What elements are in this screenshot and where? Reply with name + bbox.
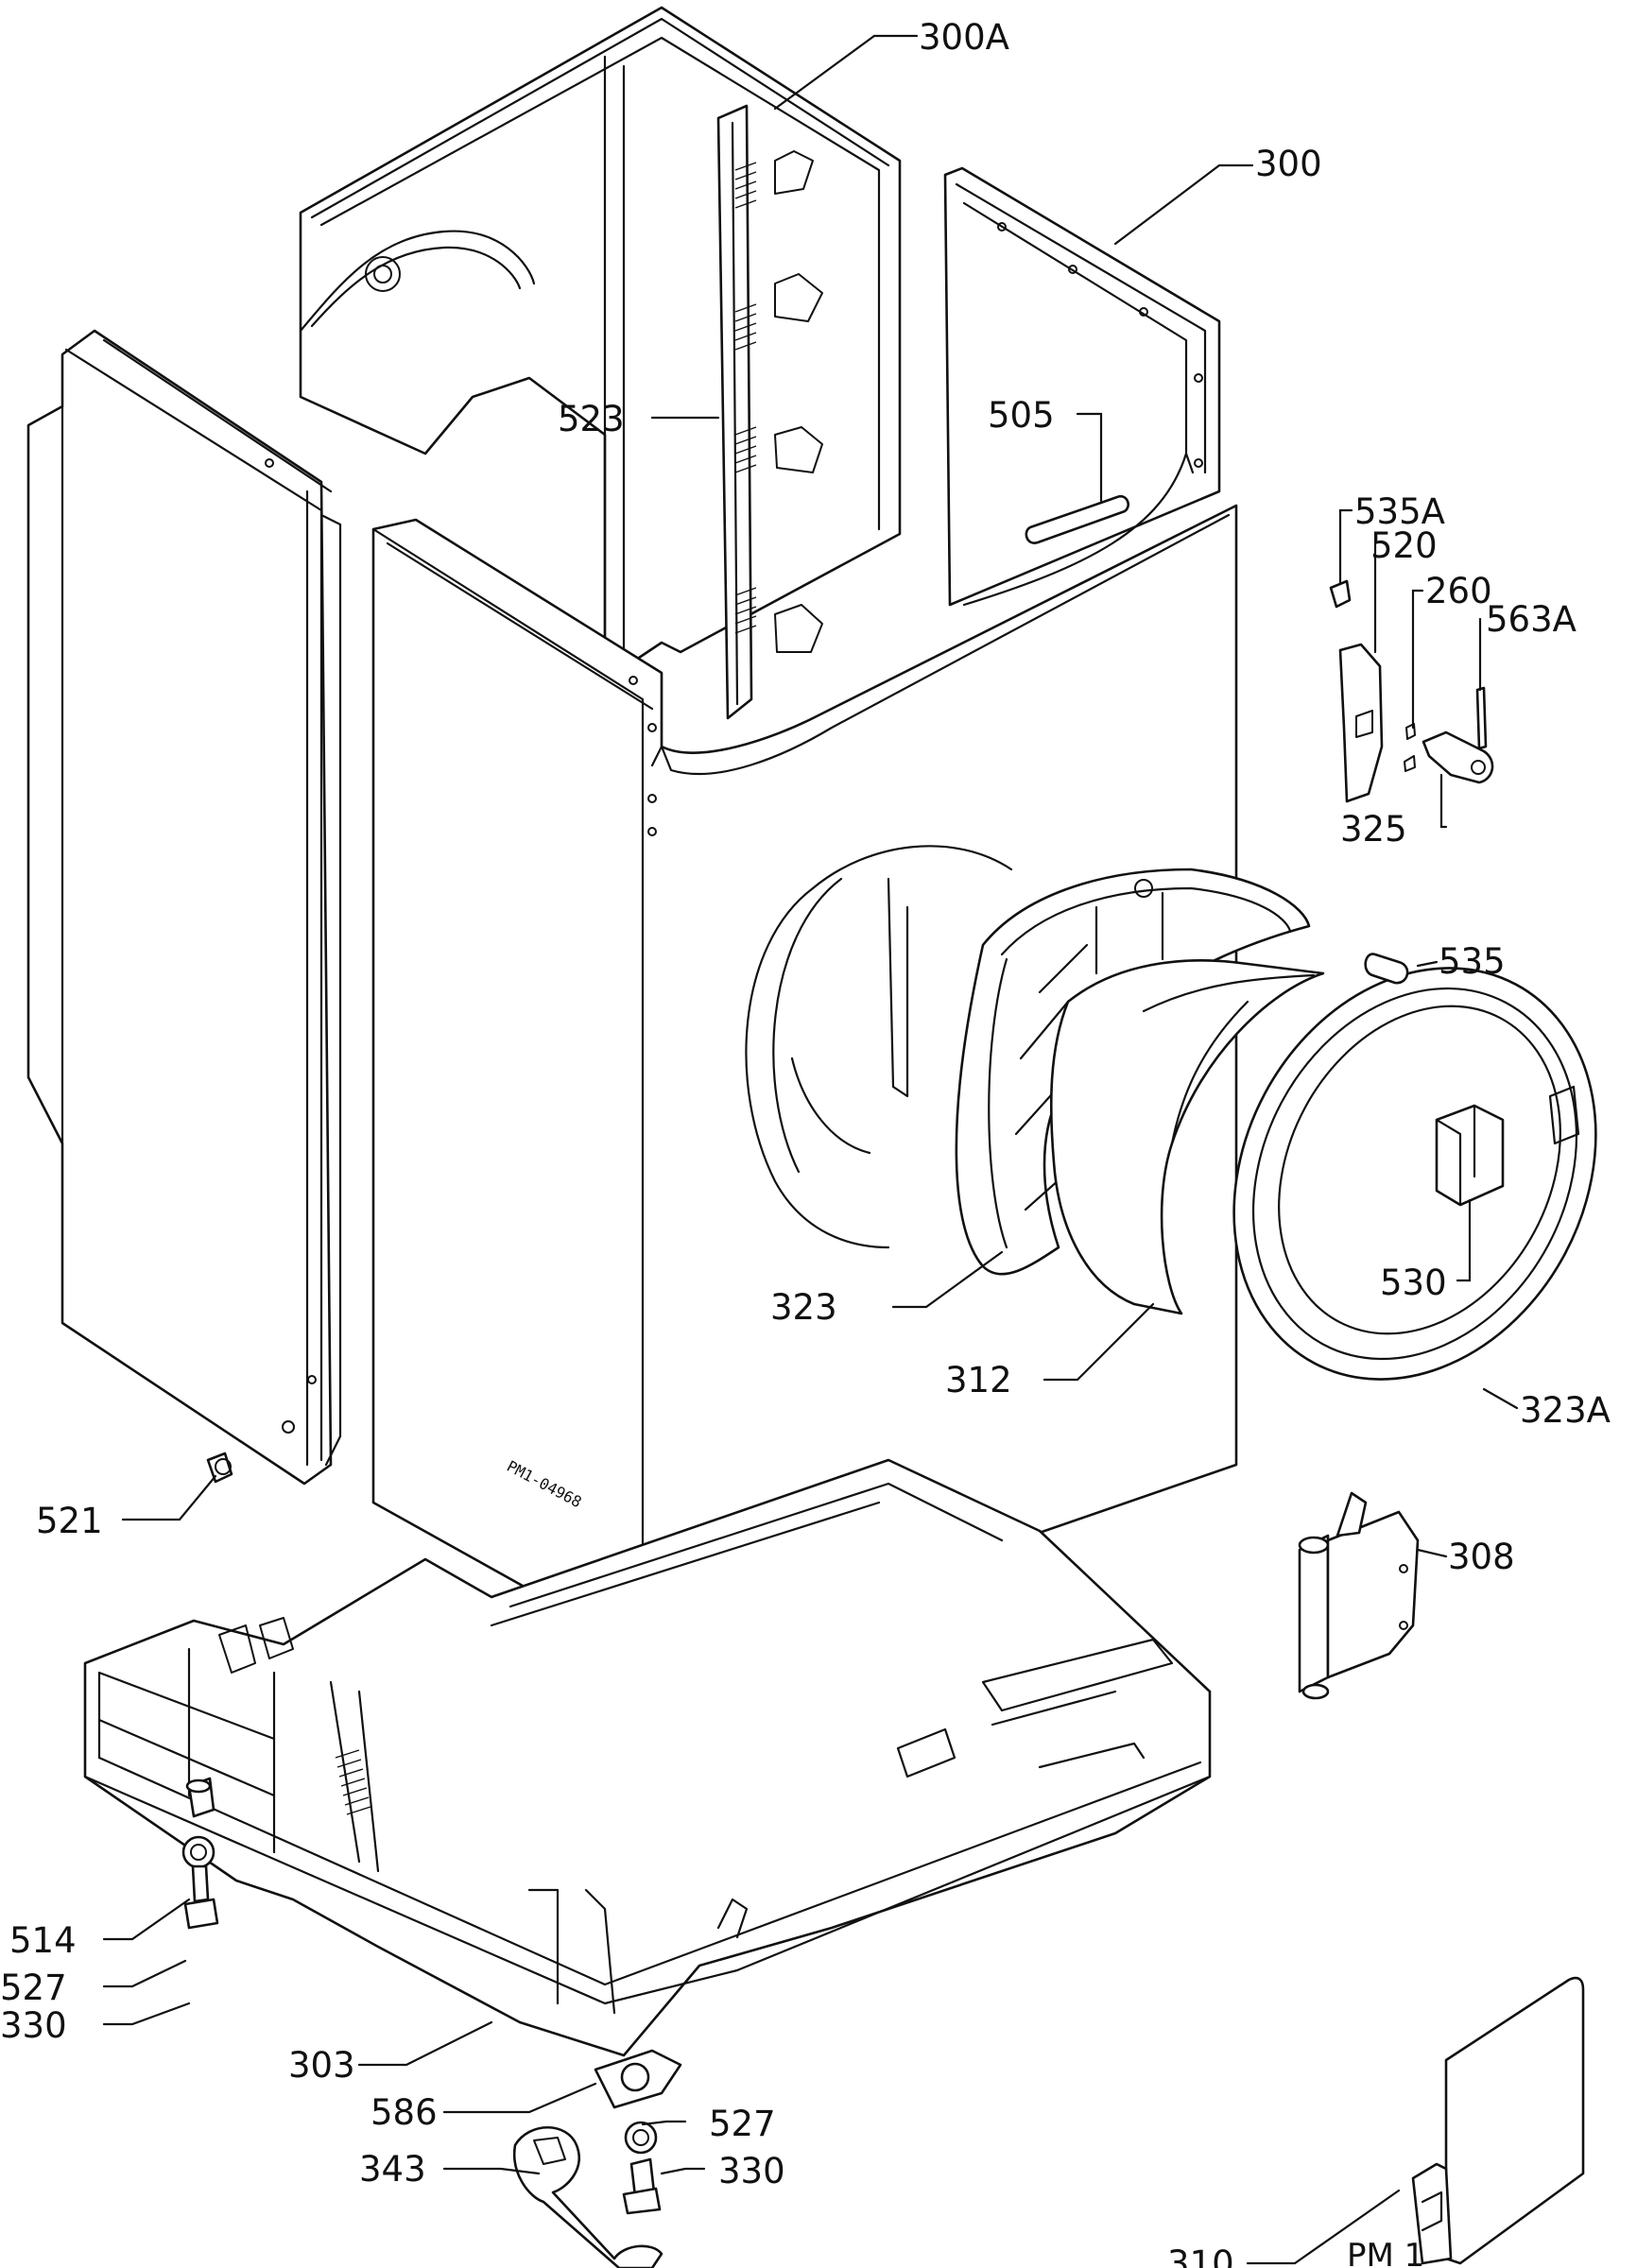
label-330-left: 330 <box>0 2005 67 2046</box>
label-527-left: 527 <box>0 1967 67 2008</box>
label-535: 535 <box>1439 941 1506 982</box>
service-panel-310 <box>1411 1976 1585 2265</box>
diagram-caption: PM 1 <box>1347 2237 1424 2268</box>
front-cabinet-panel <box>371 504 1238 1665</box>
label-312: 312 <box>945 1360 1012 1400</box>
label-323: 323 <box>770 1287 837 1328</box>
base-frame-303 <box>83 1458 1212 2057</box>
part-labels: 300A 300 523 505 535A 520 260 563A 325 5… <box>0 17 1611 2268</box>
label-527-right: 527 <box>709 2104 776 2144</box>
label-303: 303 <box>288 2045 355 2086</box>
lock-plate-520 <box>1338 643 1384 803</box>
left-side-panel <box>26 329 342 1486</box>
right-side-panel-300 <box>943 166 1221 607</box>
label-300: 300 <box>1255 144 1322 184</box>
label-260: 260 <box>1425 571 1492 611</box>
label-343: 343 <box>359 2149 426 2190</box>
screw-521 <box>206 1452 233 1484</box>
leader-lines <box>102 34 1519 2265</box>
label-586: 586 <box>370 2092 438 2133</box>
pin-505 <box>1025 494 1129 544</box>
pin-535 <box>1364 953 1409 985</box>
cap-535a <box>1329 579 1352 609</box>
label-325: 325 <box>1340 809 1407 850</box>
label-330-right: 330 <box>718 2151 785 2191</box>
label-535a: 535A <box>1354 491 1445 532</box>
label-530: 530 <box>1380 1263 1447 1303</box>
label-520: 520 <box>1370 525 1438 566</box>
label-323a: 323A <box>1520 1390 1611 1431</box>
spring-260 <box>1404 723 1416 772</box>
door-handle-530 <box>1435 1104 1505 1207</box>
label-308: 308 <box>1448 1537 1515 1577</box>
label-300a: 300A <box>919 17 1009 58</box>
wrench-343 <box>512 2125 663 2268</box>
foot-right <box>594 2049 682 2215</box>
label-514: 514 <box>9 1920 77 1961</box>
label-310: 310 <box>1167 2243 1234 2268</box>
label-523: 523 <box>558 399 625 439</box>
lever-325 <box>1422 730 1494 784</box>
bracket-strip-523 <box>716 104 823 720</box>
label-563a: 563A <box>1486 599 1577 640</box>
lock-parts <box>1329 579 1494 985</box>
door-drum-312 <box>1049 959 1325 1315</box>
label-505: 505 <box>988 395 1055 436</box>
hinge-308 <box>1298 1491 1420 1700</box>
pin-563a <box>1475 686 1488 750</box>
outer-door-323a <box>1232 967 1597 1381</box>
label-521: 521 <box>36 1501 103 1541</box>
foot-left <box>181 1777 219 1930</box>
